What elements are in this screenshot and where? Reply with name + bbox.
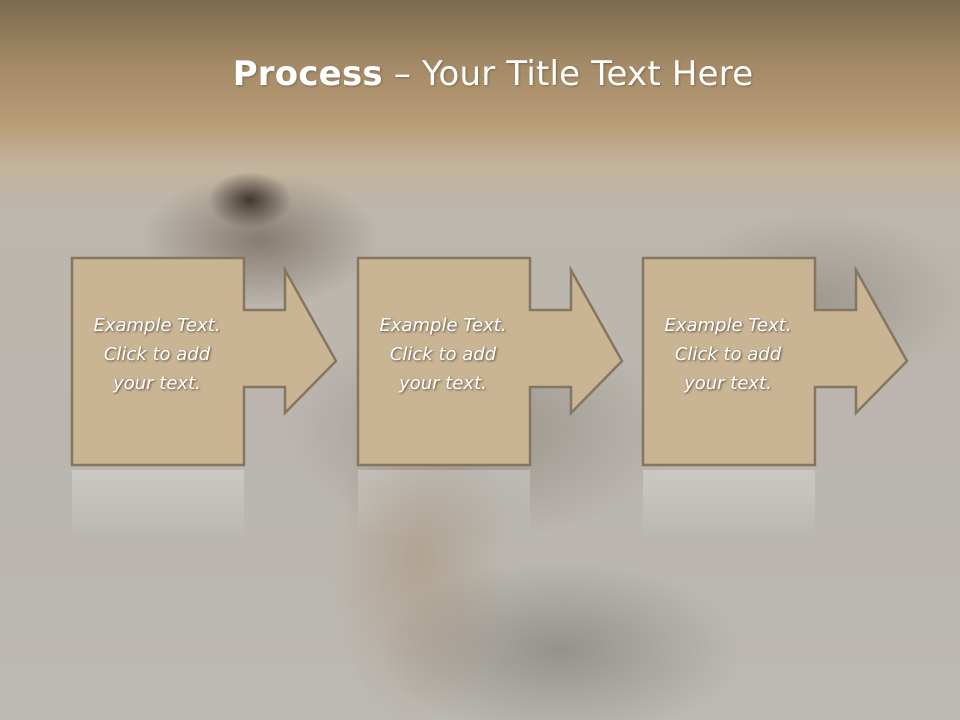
step-line: Example Text. xyxy=(93,315,221,336)
step-line: your text. xyxy=(684,373,772,394)
step-reflection xyxy=(357,468,697,538)
slide-title[interactable]: Process – Your Title Text Here xyxy=(0,52,960,96)
step-line: Click to add xyxy=(389,344,497,365)
step-line: Example Text. xyxy=(379,315,507,336)
process-step-3[interactable]: Example Text. Click to add your text. xyxy=(641,256,960,467)
step-line: Click to add xyxy=(674,344,782,365)
title-rest: – Your Title Text Here xyxy=(382,54,754,94)
step-reflection xyxy=(642,468,960,538)
process-step-2[interactable]: Example Text. Click to add your text. xyxy=(356,256,697,467)
step-text[interactable]: Example Text. Click to add your text. xyxy=(642,311,814,398)
step-arrow-shape xyxy=(356,256,624,467)
title-bold: Process xyxy=(232,54,383,94)
process-step-1[interactable]: Example Text. Click to add your text. xyxy=(70,256,411,467)
step-text[interactable]: Example Text. Click to add your text. xyxy=(357,311,529,398)
step-line: your text. xyxy=(113,373,201,394)
step-arrow-shape xyxy=(70,256,338,467)
step-line: Example Text. xyxy=(664,315,792,336)
step-line: Click to add xyxy=(103,344,211,365)
step-text[interactable]: Example Text. Click to add your text. xyxy=(71,311,243,398)
step-line: your text. xyxy=(399,373,487,394)
step-reflection xyxy=(71,468,411,538)
step-arrow-shape xyxy=(641,256,909,467)
